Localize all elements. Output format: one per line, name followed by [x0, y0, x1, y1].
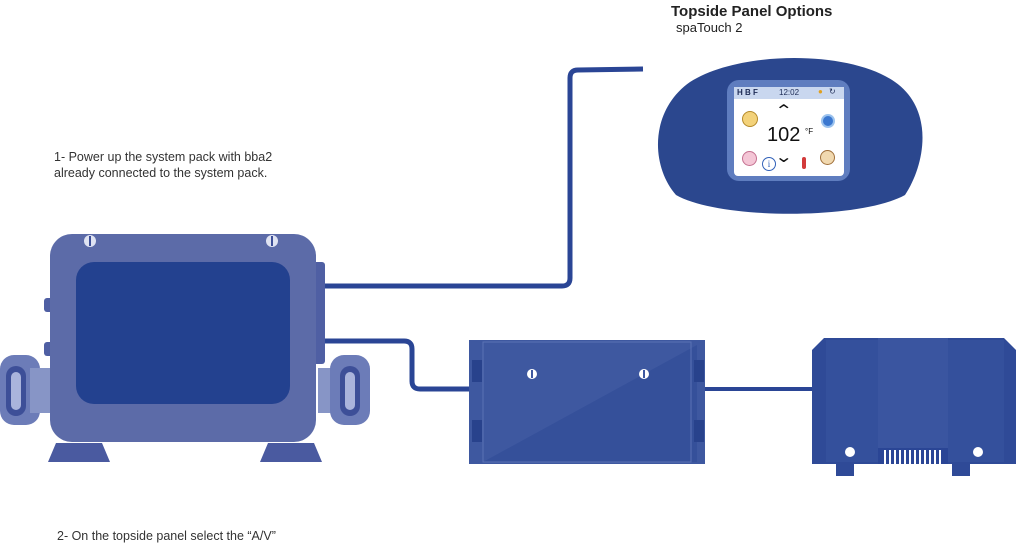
- vent-slot: [914, 450, 916, 464]
- mode-icon[interactable]: [742, 151, 757, 166]
- vent-slot: [904, 450, 906, 464]
- info-icon[interactable]: i: [762, 157, 776, 171]
- vent-slot: [894, 450, 896, 464]
- cable-pack-to-panel: [322, 66, 644, 289]
- vent-slot: [934, 450, 936, 464]
- topside-panel: [657, 58, 923, 214]
- step-2-text: 2- On the topside panel select the “A/V”: [57, 529, 276, 543]
- vent-slot: [909, 450, 911, 464]
- accessory-box: [812, 338, 1016, 476]
- down-arrow-icon[interactable]: ⌄: [774, 149, 794, 166]
- time-display: 12:02: [779, 88, 800, 97]
- up-arrow-icon[interactable]: ⌃: [774, 103, 794, 120]
- vent-slot: [889, 450, 891, 464]
- step-1-line-1: 1- Power up the system pack with bba2: [54, 150, 273, 164]
- panel-options-title: Topside Panel Options: [671, 3, 833, 20]
- panel-screen: H B F 12:02 ● ↻ ⌃ 102 °F ⌄ i: [734, 87, 844, 176]
- temperature-value: 102: [767, 124, 801, 146]
- bba2-module: [469, 340, 705, 464]
- thermometer-icon: [802, 157, 806, 169]
- vent-slot: [939, 450, 941, 464]
- vent-slot: [924, 450, 926, 464]
- lock-icon: ●: [818, 87, 823, 96]
- step-1-text: 1- Power up the system pack with bba2 al…: [54, 149, 314, 181]
- refresh-icon: ↻: [829, 87, 836, 96]
- vent-slots: [884, 450, 941, 464]
- vent-slot: [884, 450, 886, 464]
- jets-icon[interactable]: [820, 150, 835, 165]
- status-letters: H B F: [737, 88, 758, 97]
- pump-icon[interactable]: [821, 114, 835, 128]
- panel-model-name: spaTouch 2: [676, 20, 743, 35]
- step-1-line-2: already connected to the system pack.: [54, 166, 268, 180]
- temperature-unit: °F: [805, 127, 814, 136]
- vent-slot: [919, 450, 921, 464]
- light-icon[interactable]: [742, 111, 758, 127]
- cable-pack-to-module: [322, 338, 472, 392]
- system-pack: [0, 234, 370, 462]
- vent-slot: [929, 450, 931, 464]
- vent-slot: [899, 450, 901, 464]
